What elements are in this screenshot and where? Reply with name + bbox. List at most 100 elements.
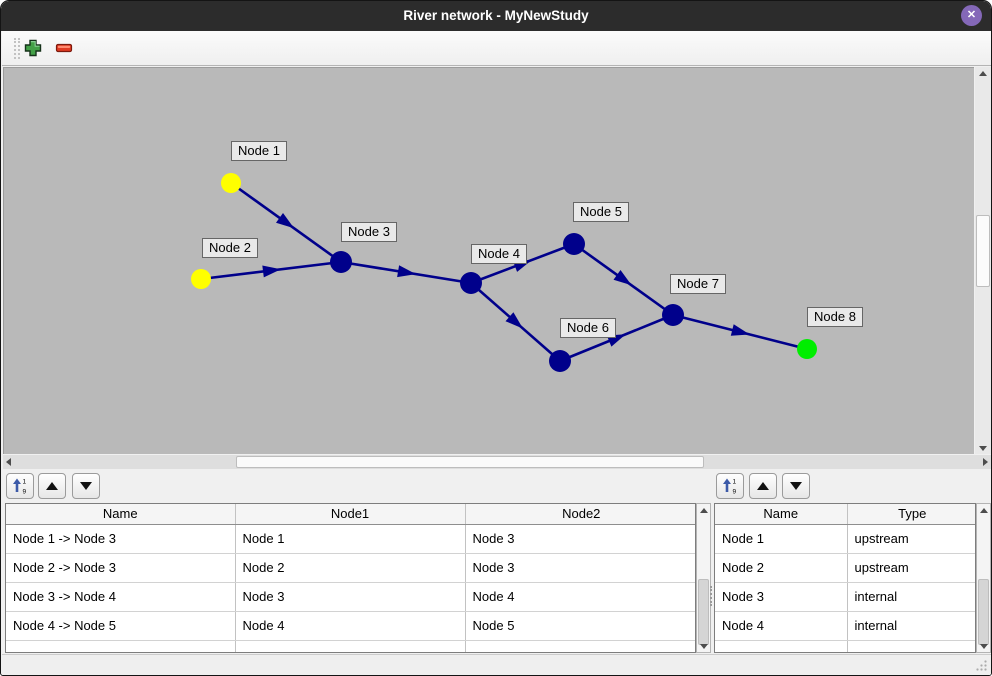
table-cell[interactable]: Node 4 -> Node 5 xyxy=(6,611,236,641)
close-button[interactable]: ✕ xyxy=(961,5,982,26)
scroll-up-button[interactable] xyxy=(975,67,991,79)
node-label[interactable]: Node 2 xyxy=(202,238,258,258)
table-cell[interactable] xyxy=(847,640,975,652)
arrow-left-icon xyxy=(6,458,11,466)
toolbar-drag-handle[interactable] xyxy=(14,38,20,59)
horizontal-scroll-thumb[interactable] xyxy=(236,456,704,468)
arrow-up-icon xyxy=(979,70,987,76)
edge-arrow-icon xyxy=(397,265,416,278)
column-header[interactable]: Type xyxy=(847,504,975,525)
nodes-table-scrollbar[interactable] xyxy=(976,503,991,653)
column-header[interactable]: Node1 xyxy=(235,504,466,525)
scroll-up-button[interactable] xyxy=(977,504,990,516)
table-cell[interactable] xyxy=(6,640,236,652)
empty-row[interactable] xyxy=(715,640,975,652)
scroll-left-button[interactable] xyxy=(3,455,14,469)
table-cell[interactable]: Node 1 -> Node 3 xyxy=(6,524,236,554)
table-cell[interactable]: Node 3 xyxy=(465,553,695,583)
scroll-down-button[interactable] xyxy=(697,640,710,652)
node-label[interactable]: Node 4 xyxy=(471,244,527,264)
table-cell[interactable]: Node 2 xyxy=(715,553,848,583)
table-cell[interactable]: Node 2 -> Node 3 xyxy=(6,553,236,583)
branches-table-scrollbar[interactable] xyxy=(696,503,711,653)
table-cell[interactable]: Node 3 xyxy=(715,582,848,612)
svg-text:1: 1 xyxy=(733,479,737,486)
canvas-horizontal-scrollbar[interactable] xyxy=(3,455,991,469)
scroll-up-button[interactable] xyxy=(697,504,710,516)
remove-node-button[interactable] xyxy=(53,37,75,59)
table-cell[interactable]: Node 4 xyxy=(715,611,848,641)
up-triangle-icon xyxy=(46,482,58,490)
column-header[interactable]: Node2 xyxy=(465,504,695,525)
scroll-down-button[interactable] xyxy=(977,640,990,652)
titlebar[interactable]: River network - MyNewStudy ✕ xyxy=(1,1,991,31)
table-cell[interactable] xyxy=(465,640,695,652)
sort-ascending-icon: 1 9 xyxy=(723,478,737,496)
network-node[interactable] xyxy=(221,173,241,193)
node-label[interactable]: Node 5 xyxy=(573,202,629,222)
table-cell[interactable]: Node 1 xyxy=(235,524,466,554)
branches-move-up-button[interactable] xyxy=(38,473,66,499)
table-cell[interactable]: Node 5 xyxy=(465,611,695,641)
table-cell[interactable]: Node 4 xyxy=(465,582,695,612)
table-cell[interactable] xyxy=(715,640,848,652)
column-header[interactable]: Name xyxy=(715,504,848,525)
table-cell[interactable]: internal xyxy=(847,611,975,641)
resize-grip[interactable] xyxy=(974,658,988,672)
canvas-vertical-scrollbar[interactable] xyxy=(975,67,991,454)
nodes-move-down-button[interactable] xyxy=(782,473,810,499)
nodes-move-up-button[interactable] xyxy=(749,473,777,499)
edge-arrow-icon xyxy=(262,265,281,278)
down-triangle-icon xyxy=(80,482,92,490)
network-node[interactable] xyxy=(662,304,684,326)
network-node[interactable] xyxy=(191,269,211,289)
add-node-button[interactable] xyxy=(22,37,44,59)
panel-splitter-handle[interactable] xyxy=(710,586,713,606)
table-cell[interactable]: internal xyxy=(847,582,975,612)
column-header[interactable]: Name xyxy=(6,504,236,525)
branches-sort-button[interactable]: 1 9 xyxy=(6,473,34,499)
table-cell[interactable] xyxy=(235,640,466,652)
node-label[interactable]: Node 3 xyxy=(341,222,397,242)
empty-row[interactable] xyxy=(6,640,695,652)
arrow-down-icon xyxy=(979,445,987,451)
table-cell[interactable]: Node 3 xyxy=(235,582,466,612)
node-label[interactable]: Node 7 xyxy=(670,274,726,294)
table-cell[interactable]: Node 1 xyxy=(715,524,848,554)
nodes-sort-button[interactable]: 1 9 xyxy=(716,473,744,499)
network-node[interactable] xyxy=(797,339,817,359)
network-canvas[interactable]: Node 1 Node 2 Node 3 Node 4 Node 5 Node 6 Node… xyxy=(3,67,974,454)
window-title: River network - MyNewStudy xyxy=(403,8,589,23)
plus-icon xyxy=(24,39,42,57)
svg-text:9: 9 xyxy=(733,489,737,496)
table-cell[interactable]: Node 4 xyxy=(235,611,466,641)
table-cell[interactable]: upstream xyxy=(847,553,975,583)
network-node[interactable] xyxy=(549,350,571,372)
vertical-scroll-thumb[interactable] xyxy=(698,579,709,645)
node-label[interactable]: Node 8 xyxy=(807,307,863,327)
table-cell[interactable]: Node 3 -> Node 4 xyxy=(6,582,236,612)
down-triangle-icon xyxy=(790,482,802,490)
node-label[interactable]: Node 1 xyxy=(231,141,287,161)
node-label[interactable]: Node 6 xyxy=(560,318,616,338)
scroll-right-button[interactable] xyxy=(980,455,991,469)
network-node[interactable] xyxy=(563,233,585,255)
scroll-down-button[interactable] xyxy=(975,442,991,454)
table-cell[interactable]: Node 2 xyxy=(235,553,466,583)
table-cell[interactable]: upstream xyxy=(847,524,975,554)
branches-move-down-button[interactable] xyxy=(72,473,100,499)
vertical-scroll-thumb[interactable] xyxy=(976,215,990,287)
table-cell[interactable]: Node 3 xyxy=(465,524,695,554)
network-node[interactable] xyxy=(460,272,482,294)
network-node[interactable] xyxy=(330,251,352,273)
vertical-scroll-thumb[interactable] xyxy=(978,579,989,645)
